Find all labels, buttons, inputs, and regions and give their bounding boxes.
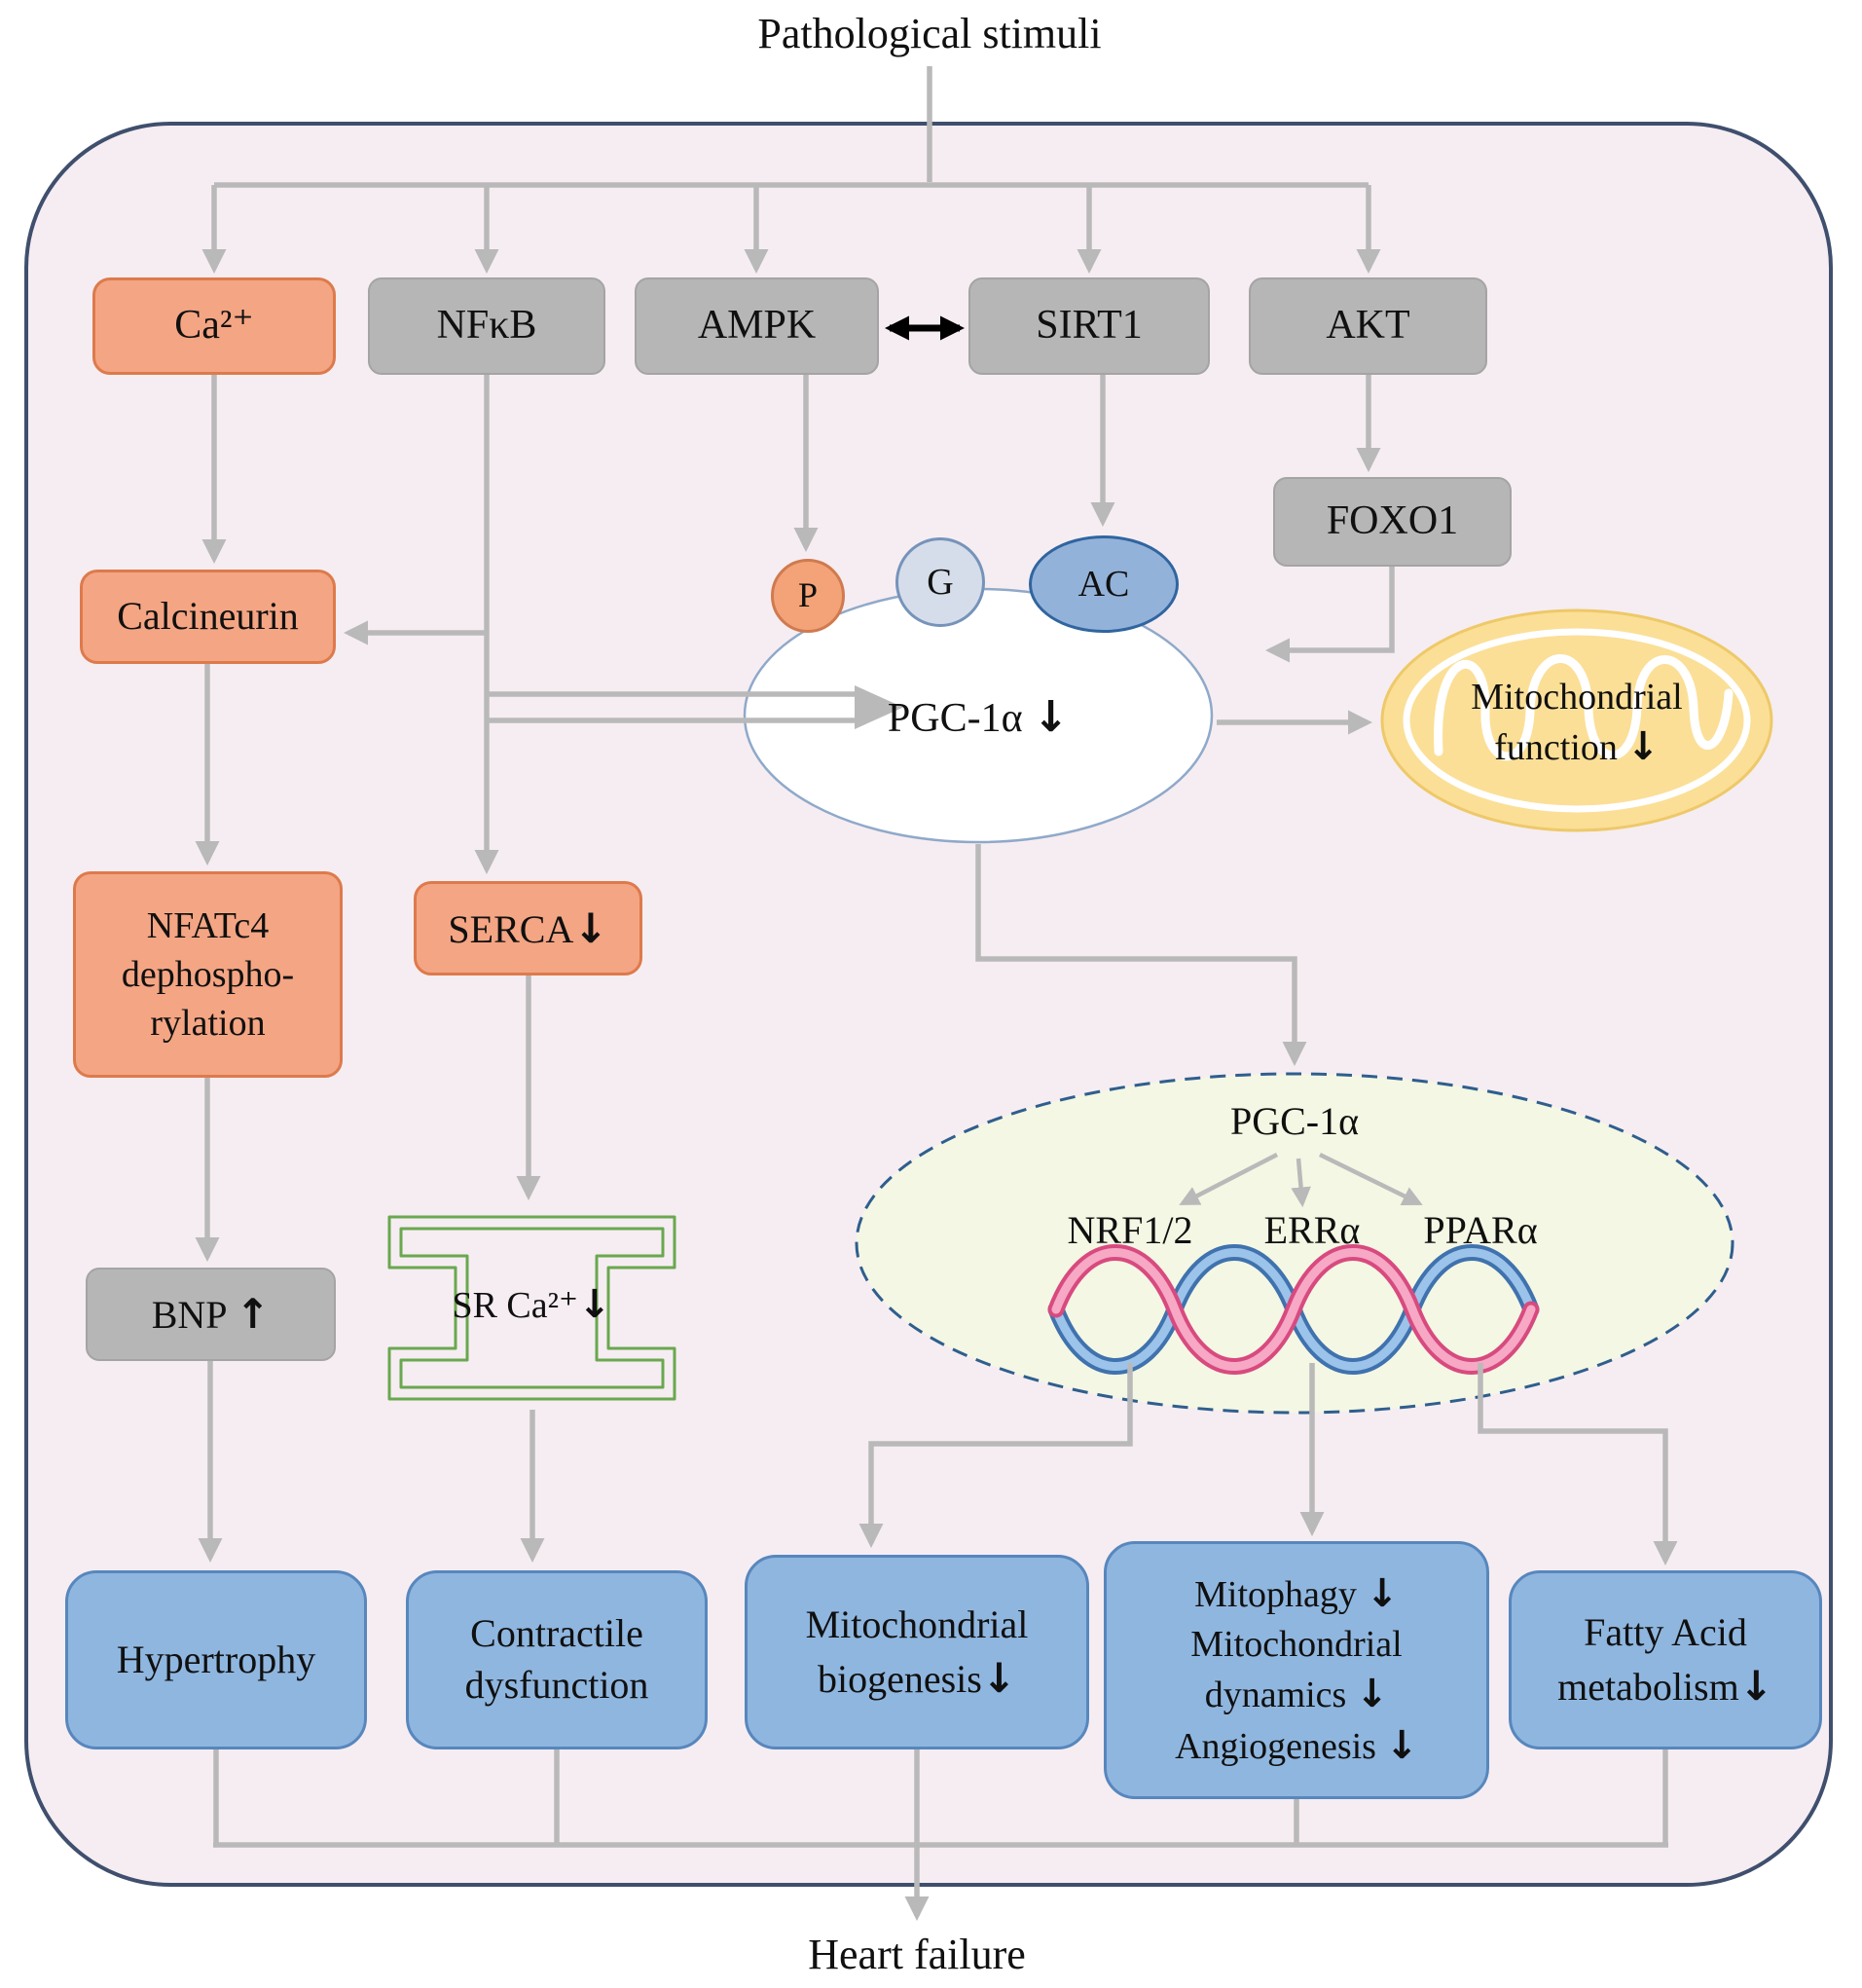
mitophagy-box: Mitophagy ↓ Mitochondrial dynamics ↓ Ang… (1104, 1541, 1489, 1799)
nfatc4-box: NFATc4 dephospho- rylation (73, 871, 343, 1078)
mitochondrial-function-label: Mitochondrial function ↓ (1421, 654, 1733, 791)
nfkb-label: NFκB (436, 303, 537, 349)
dna-helix (1047, 1244, 1540, 1375)
pathway-arrows (195, 66, 1678, 1922)
mitochondria-shape (1380, 608, 1773, 832)
fatty-acid-label: Fatty Acid metabolism↓ (1557, 1609, 1773, 1710)
ampk-box: AMPK (635, 277, 879, 375)
p-badge: P (771, 559, 845, 633)
mitophagy-label: Mitophagy ↓ Mitochondrial dynamics ↓ Ang… (1175, 1571, 1418, 1768)
heart-failure-label: Heart failure (722, 1928, 1112, 1982)
ampk-label: AMPK (697, 303, 817, 349)
mito-function-text: Mitochondrial function ↓ (1471, 676, 1683, 769)
calcineurin-label: Calcineurin (117, 594, 299, 639)
ac-badge: AC (1029, 535, 1179, 633)
contractile-dysfunction-box: Contractile dysfunction (406, 1570, 708, 1749)
nfatc4-label: NFATc4 dephospho- rylation (121, 904, 295, 1045)
ppara-text: PPARα (1423, 1207, 1538, 1252)
nrf12-text: NRF1/2 (1067, 1207, 1193, 1252)
title-label: Pathological stimuli (757, 10, 1102, 58)
bnp-label: BNP ↑ (151, 1290, 271, 1339)
fatty-acid-box: Fatty Acid metabolism↓ (1509, 1570, 1822, 1749)
pathological-stimuli-title: Pathological stimuli (638, 8, 1222, 61)
sirt1-label: SIRT1 (1036, 303, 1143, 349)
foxo1-label: FOXO1 (1326, 498, 1459, 544)
akt-label: AKT (1326, 303, 1410, 349)
pgc1a-main-label: PGC-1α ↓ (784, 672, 1173, 764)
nrf12-label: NRF1/2 (1034, 1207, 1226, 1254)
foxo1-box: FOXO1 (1273, 477, 1512, 567)
footer-label: Heart failure (808, 1930, 1026, 1978)
calcineurin-box: Calcineurin (80, 570, 336, 664)
erra-label: ERRα (1228, 1207, 1396, 1254)
sr-calcium-text: SR Ca²⁺↓ (452, 1281, 611, 1327)
contractile-label: Contractile dysfunction (464, 1611, 649, 1707)
ca-label: Ca²⁺ (174, 303, 254, 349)
biogenesis-label: Mitochondrial biogenesis↓ (805, 1601, 1029, 1702)
g-badge: G (895, 537, 985, 627)
sr-calcium-label: SR Ca²⁺↓ (405, 1273, 658, 1336)
serca-label: SERCA↓ (448, 903, 608, 952)
sirt1-box: SIRT1 (968, 277, 1210, 375)
nucleus-pgc1a-label: PGC-1α (1197, 1096, 1392, 1147)
ca-box: Ca²⁺ (92, 277, 336, 375)
pgc1a-main-text: PGC-1α ↓ (887, 692, 1070, 743)
ac-label: AC (1077, 563, 1130, 605)
ppara-label: PPARα (1390, 1207, 1571, 1254)
erra-text: ERRα (1263, 1207, 1361, 1252)
bnp-box: BNP ↑ (86, 1268, 336, 1361)
serca-box: SERCA↓ (414, 881, 642, 976)
nfkb-box: NFκB (368, 277, 605, 375)
mitochondrial-biogenesis-box: Mitochondrial biogenesis↓ (745, 1555, 1089, 1749)
nucleus-pgc1a-text: PGC-1α (1229, 1098, 1360, 1143)
sr-structure (387, 1215, 676, 1401)
akt-box: AKT (1249, 277, 1487, 375)
g-label: G (927, 561, 954, 603)
p-label: P (797, 575, 819, 615)
hypertrophy-label: Hypertrophy (116, 1637, 316, 1681)
hypertrophy-box: Hypertrophy (65, 1570, 367, 1749)
